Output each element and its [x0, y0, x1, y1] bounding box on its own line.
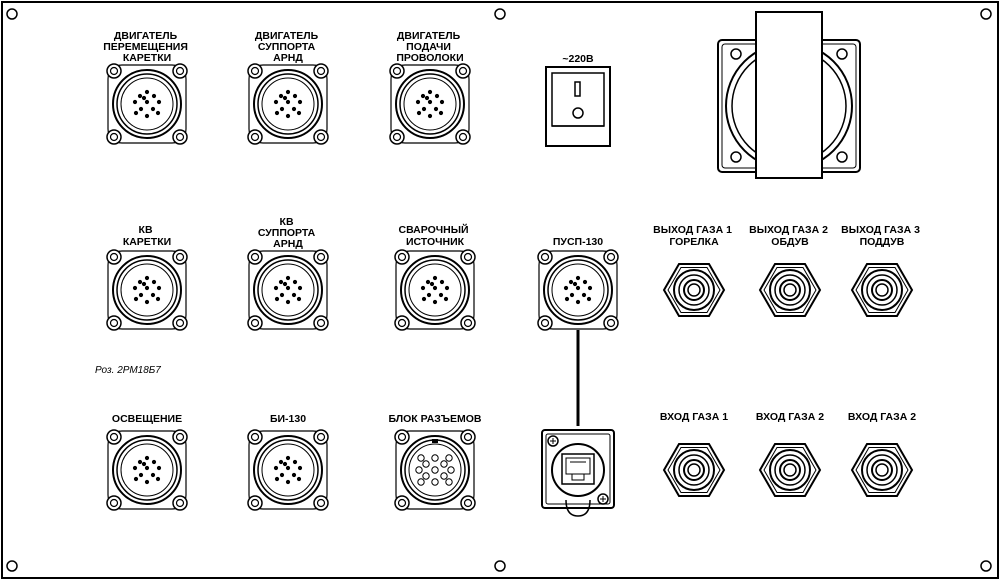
label-gas-in-2b: ВХОД ГАЗА 2	[848, 411, 916, 423]
gas-fittings	[662, 263, 914, 497]
circular-connectors	[106, 63, 619, 511]
fitting-gas-out-3[interactable]	[850, 263, 914, 317]
power-socket[interactable]	[717, 11, 861, 179]
label-switch: ~220В	[562, 53, 594, 65]
connector-welding-source[interactable]	[394, 249, 476, 331]
label-gas-out-3: ВЫХОД ГАЗА 3 ПОДДУВ	[841, 224, 923, 248]
mounting-hole	[494, 8, 506, 20]
label-connector-block: БЛОК РАЗЪЕМОВ	[388, 413, 481, 425]
label-gas-out-2: ВЫХОД ГАЗА 2 ОБДУВ	[749, 224, 831, 248]
fitting-gas-out-1[interactable]	[662, 263, 726, 317]
connector-motor-carriage[interactable]	[106, 63, 188, 145]
fitting-gas-out-2[interactable]	[758, 263, 822, 317]
label-gas-out-1: ВЫХОД ГАЗА 1 ГОРЕЛКА	[653, 224, 735, 248]
power-switch[interactable]	[545, 66, 611, 147]
label-lighting: ОСВЕЩЕНИЕ	[112, 413, 182, 425]
rj45-connector[interactable]	[541, 330, 615, 517]
mounting-hole	[6, 560, 18, 572]
mounting-hole	[6, 8, 18, 20]
socket-type-note: Роз. 2РМ18Б7	[95, 365, 161, 376]
mounting-hole	[494, 560, 506, 572]
connector-lighting[interactable]	[106, 429, 188, 511]
connector-kv-support[interactable]	[247, 249, 329, 331]
fitting-gas-in-2a[interactable]	[758, 443, 822, 497]
label-gas-in-1: ВХОД ГАЗА 1	[660, 411, 728, 423]
mounting-hole	[980, 8, 992, 20]
label-kv-carriage: КВ КАРЕТКИ	[123, 224, 171, 248]
label-welding-source: СВАРОЧНЫЙ ИСТОЧНИК	[399, 223, 472, 248]
label-bi: БИ-130	[270, 413, 306, 425]
label-kv-support: КВ СУППОРТА АРНД	[258, 216, 318, 250]
mounting-hole	[980, 560, 992, 572]
label-motor-support: ДВИГАТЕЛЬ СУППОРТА АРНД	[255, 30, 321, 64]
label-motor-carriage: ДВИГАТЕЛЬ ПЕРЕМЕЩЕНИЯ КАРЕТКИ	[103, 30, 191, 64]
connector-bi[interactable]	[247, 429, 329, 511]
connector-block[interactable]	[394, 429, 476, 511]
connector-pusp[interactable]	[537, 249, 619, 331]
fitting-gas-in-1[interactable]	[662, 443, 726, 497]
connector-motor-wire-feed[interactable]	[389, 63, 471, 145]
connector-motor-support[interactable]	[247, 63, 329, 145]
fitting-gas-in-2b[interactable]	[850, 443, 914, 497]
connector-kv-carriage[interactable]	[106, 249, 188, 331]
label-motor-wire-feed: ДВИГАТЕЛЬ ПОДАЧИ ПРОВОЛОКИ	[396, 30, 463, 64]
label-pusp: ПУСП-130	[553, 236, 603, 248]
mounting-holes	[6, 8, 992, 572]
label-gas-in-2a: ВХОД ГАЗА 2	[756, 411, 824, 423]
